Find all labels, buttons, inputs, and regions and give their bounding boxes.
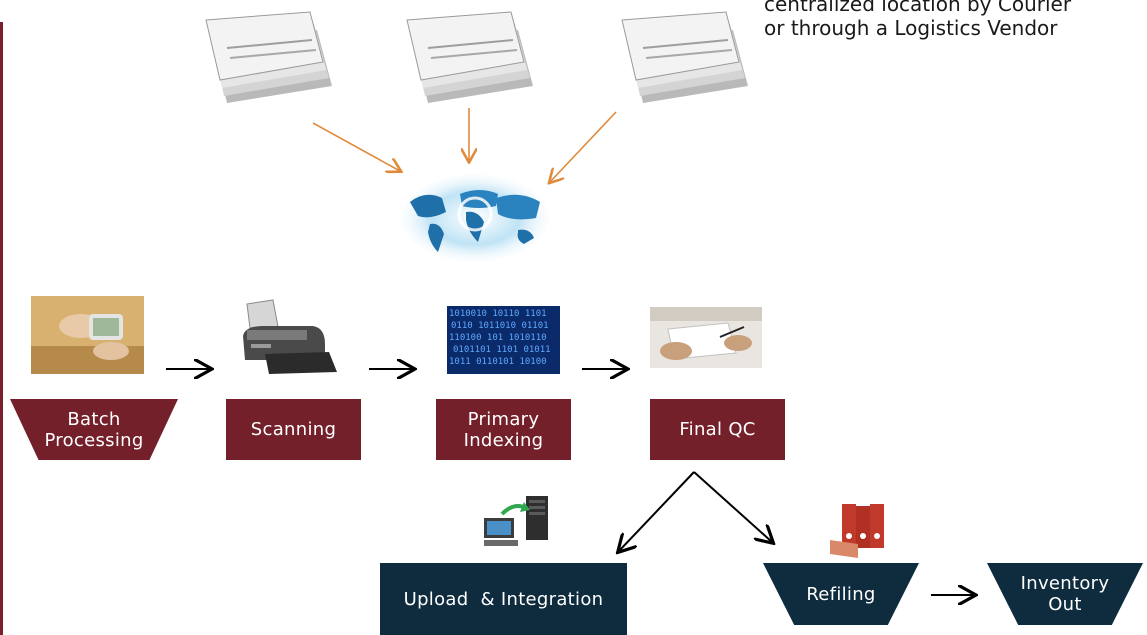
inflow-arrow-1 [312, 122, 400, 171]
batch-processing-photo [31, 296, 144, 374]
scanning-label: Scanning [250, 419, 337, 440]
step-scanning: Scanning [226, 399, 361, 460]
batch-processing-line-1: Batch [67, 408, 121, 430]
caption-line-1: centralized location by Courier [764, 0, 1072, 16]
svg-text:0110 1011010 01101: 0110 1011010 01101 [451, 321, 549, 331]
svg-text:1011 0110101 10100: 1011 0110101 10100 [449, 357, 547, 367]
document-stack-image-2 [403, 8, 538, 108]
inflow-arrow-3 [550, 111, 617, 182]
step-primary-indexing: Primary Indexing [436, 399, 571, 460]
document-stack-image-3 [618, 8, 753, 108]
refiling-label: Refiling [806, 583, 876, 605]
arrow-qc-to-refiling [693, 471, 772, 542]
server-computer-image [480, 492, 552, 554]
inventory-out-line-2: Out [1048, 594, 1082, 615]
world-map-globe-image [400, 172, 550, 264]
arrow-qc-to-upload [619, 471, 695, 551]
svg-text:110100 101 1010110: 110100 101 1010110 [449, 333, 547, 343]
batch-processing-line-2: Processing [44, 429, 144, 451]
caption-line-2: or through a Logistics Vendor [764, 16, 1058, 40]
left-accent-rule [0, 22, 3, 635]
binder-files-image [828, 500, 896, 560]
inflow-caption: centralized location by Courier or throu… [764, 0, 1144, 40]
binary-data-image: 1010010 10110 1101 0110 1011010 01101 11… [447, 306, 560, 374]
step-final-qc: Final QC [650, 399, 785, 460]
svg-text:0101101 1101 01011: 0101101 1101 01011 [453, 345, 551, 355]
quality-check-photo [650, 307, 762, 368]
primary-indexing-line-2: Indexing [463, 429, 544, 451]
inventory-out-line-1: Inventory [1020, 573, 1110, 594]
svg-text:1010010 10110 1101: 1010010 10110 1101 [449, 309, 547, 319]
document-stack-image-1 [202, 8, 337, 108]
primary-indexing-line-1: Primary [467, 408, 540, 430]
step-batch-processing: Batch Processing [10, 399, 178, 460]
final-qc-label: Final QC [679, 419, 756, 440]
step-upload-integration: Upload & Integration [380, 563, 627, 635]
upload-integration-label: Upload & Integration [403, 588, 604, 610]
scanner-photo [233, 296, 340, 380]
